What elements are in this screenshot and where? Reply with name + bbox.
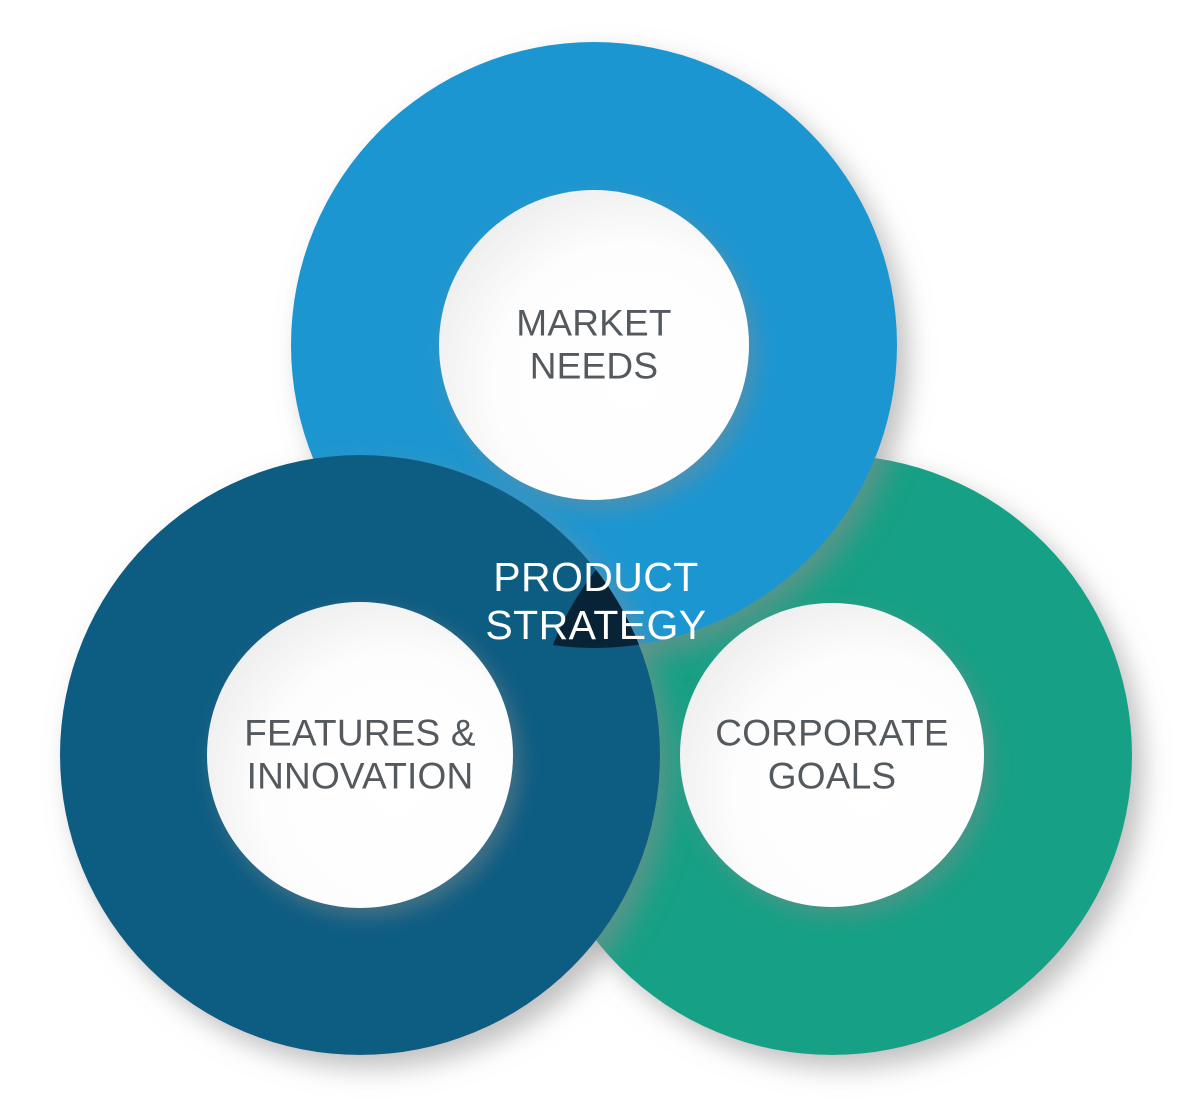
inner-hole-group (207, 190, 984, 908)
inner-circle-corporate-goals[interactable] (680, 603, 984, 907)
inner-circle-features-innovation[interactable] (207, 602, 513, 908)
inner-circle-market-needs[interactable] (439, 190, 749, 500)
